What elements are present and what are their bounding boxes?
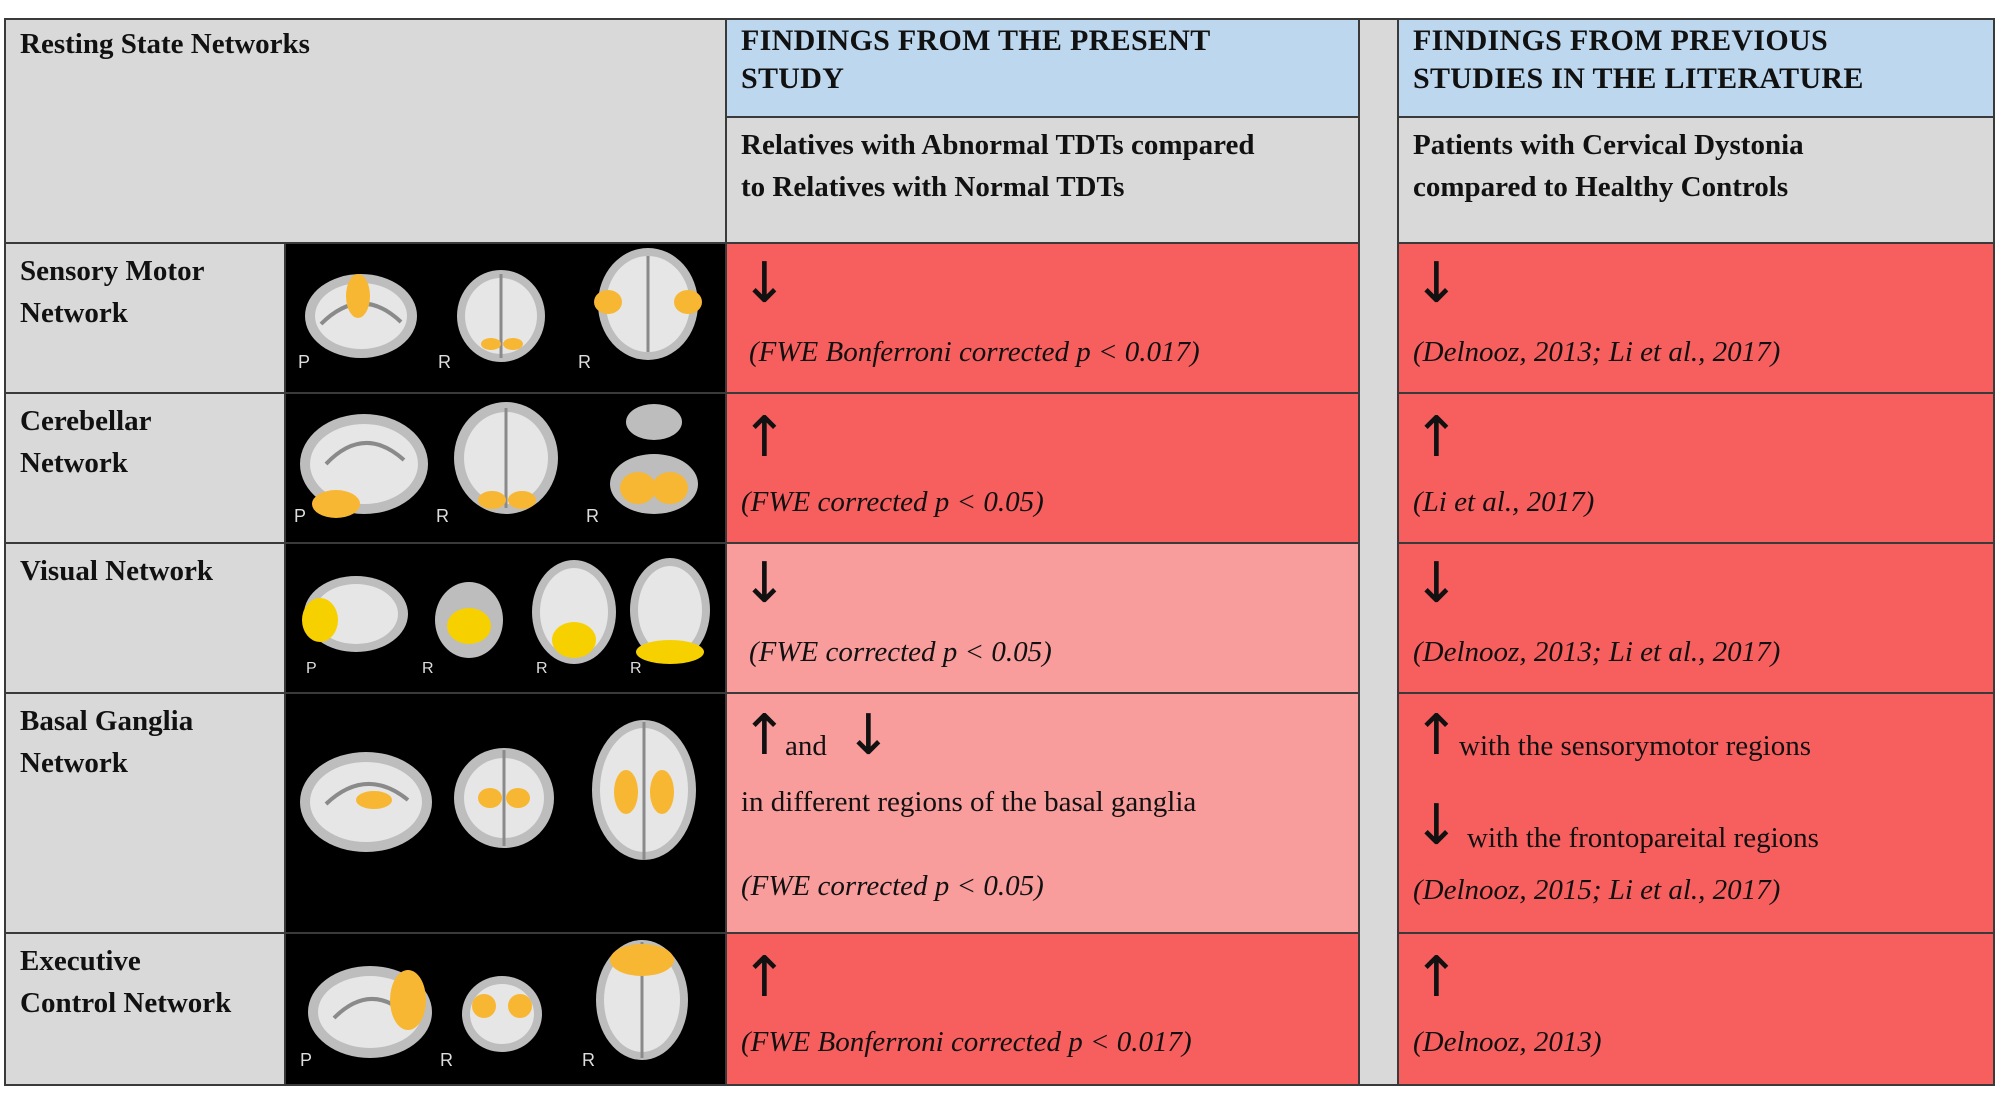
frontopareital-text: with the frontopareital regions	[1467, 822, 1819, 854]
citation-note: (Delnooz, 2013; Li et al., 2017)	[1413, 636, 1781, 668]
present-comparison-line1: Relatives with Abnormal TDTs compared	[741, 129, 1255, 161]
down-arrow-icon: ↓	[741, 551, 788, 616]
citation-note: (Delnooz, 2013)	[1413, 1026, 1602, 1058]
network-name-basal-ganglia: Basal Ganglia Network	[4, 692, 286, 934]
statistics-note: (FWE Bonferroni corrected p < 0.017)	[749, 336, 1200, 368]
slice-label: R	[436, 506, 449, 526]
brain-images-basal-ganglia	[284, 692, 727, 934]
table-row: Visual Network P R R R ↓	[4, 542, 1995, 694]
network-name-visual: Visual Network	[4, 542, 286, 694]
citation-note: (Delnooz, 2015; Li et al., 2017)	[1413, 874, 1781, 906]
literature-comparison-header: Patients with Cervical Dystonia compared…	[1397, 116, 1995, 244]
slice-label: R	[578, 352, 591, 372]
network-name-line2: Control Network	[20, 987, 232, 1019]
literature-finding-executive-control: ↑ (Delnooz, 2013)	[1397, 932, 1995, 1086]
brain-images-cerebellar: P R R	[284, 392, 727, 544]
present-finding-basal-ganglia: ↑ and ↓ in different regions of the basa…	[725, 692, 1360, 934]
citation-note: (Delnooz, 2013; Li et al., 2017)	[1413, 336, 1781, 368]
down-arrow-icon: ↓	[845, 703, 892, 768]
down-arrow-icon: ↓	[1413, 251, 1460, 316]
findings-table: Resting State Networks FINDINGS FROM THE…	[4, 18, 1995, 1086]
brain-images-sensory-motor: P R R	[284, 242, 727, 394]
literature-comparison-line2: compared to Healthy Controls	[1413, 171, 1789, 203]
statistics-note: (FWE corrected p < 0.05)	[741, 486, 1044, 518]
brain-slices-image	[308, 940, 688, 1060]
network-name-line1: Sensory Motor	[20, 255, 205, 287]
literature-comparison-line1: Patients with Cervical Dystonia	[1413, 129, 1804, 161]
literature-finding-sensory-motor: ↓ (Delnooz, 2013; Li et al., 2017)	[1397, 242, 1995, 394]
slice-label: P	[300, 1050, 313, 1070]
present-finding-sensory-motor: ↓ (FWE Bonferroni corrected p < 0.017)	[725, 242, 1360, 394]
slice-label: R	[630, 660, 642, 677]
table-row: Sensory Motor Network	[4, 242, 1995, 394]
present-finding-executive-control: ↑ (FWE Bonferroni corrected p < 0.017)	[725, 932, 1360, 1086]
slice-label: R	[536, 660, 548, 677]
network-name-line2: Network	[20, 447, 128, 479]
present-study-header: FINDINGS FROM THE PRESENT STUDY	[725, 18, 1360, 118]
present-study-title-line1: FINDINGS FROM THE PRESENT	[741, 24, 1211, 57]
networks-header-label: Resting State Networks	[20, 28, 310, 60]
up-arrow-icon: ↑	[741, 945, 788, 1010]
literature-title-line2: STUDIES IN THE LITERATURE	[1413, 62, 1864, 95]
slice-label: R	[422, 660, 434, 677]
table-row: Cerebellar Network P R R	[4, 392, 1995, 544]
statistics-note: (FWE Bonferroni corrected p < 0.017)	[741, 1026, 1192, 1058]
sensorymotor-text: with the sensorymotor regions	[1459, 730, 1811, 762]
slice-label: R	[438, 352, 451, 372]
present-finding-visual: ↓ (FWE corrected p < 0.05)	[725, 542, 1360, 694]
up-arrow-icon: ↑	[1413, 703, 1460, 768]
brain-slices-image	[300, 720, 696, 860]
present-finding-cerebellar: ↑ (FWE corrected p < 0.05)	[725, 392, 1360, 544]
network-name-line1: Executive	[20, 945, 141, 977]
down-arrow-icon: ↓	[1413, 551, 1460, 616]
brain-slices-image	[302, 558, 710, 664]
networks-header: Resting State Networks	[4, 18, 727, 244]
network-name-executive-control: Executive Control Network	[4, 932, 286, 1086]
literature-finding-visual: ↓ (Delnooz, 2013; Li et al., 2017)	[1397, 542, 1995, 694]
brain-images-executive-control: P R R	[284, 932, 727, 1086]
network-name-cerebellar: Cerebellar Network	[4, 392, 286, 544]
network-name-line2: Network	[20, 297, 128, 329]
network-name-line2: Network	[20, 747, 128, 779]
brain-images-visual: P R R R	[284, 542, 727, 694]
literature-header: FINDINGS FROM PREVIOUS STUDIES IN THE LI…	[1397, 18, 1995, 118]
and-label: and	[785, 730, 827, 762]
network-name-line1: Cerebellar	[20, 405, 152, 437]
citation-note: (Li et al., 2017)	[1413, 486, 1595, 518]
present-comparison-header: Relatives with Abnormal TDTs compared to…	[725, 116, 1360, 244]
up-arrow-icon: ↑	[1413, 405, 1460, 470]
slice-label: P	[306, 660, 317, 677]
spacer-column	[1358, 18, 1399, 1086]
down-arrow-icon: ↓	[741, 251, 788, 316]
slice-label: R	[440, 1050, 453, 1070]
statistics-note: (FWE corrected p < 0.05)	[741, 870, 1044, 902]
up-arrow-icon: ↑	[1413, 945, 1460, 1010]
slice-label: R	[586, 506, 599, 526]
literature-finding-cerebellar: ↑ (Li et al., 2017)	[1397, 392, 1995, 544]
slice-label: P	[298, 352, 311, 372]
present-study-title-line2: STUDY	[741, 62, 845, 95]
table-row: Executive Control Network P R R	[4, 932, 1995, 1086]
network-name-line1: Visual Network	[20, 555, 214, 587]
network-name-sensory-motor: Sensory Motor Network	[4, 242, 286, 394]
table-row: Basal Ganglia Network ↑	[4, 692, 1995, 934]
brain-slices-image	[305, 248, 702, 362]
slice-label: R	[582, 1050, 595, 1070]
basal-ganglia-regions-text: in different regions of the basal gangli…	[741, 786, 1197, 818]
statistics-note: (FWE corrected p < 0.05)	[749, 636, 1052, 668]
literature-title-line1: FINDINGS FROM PREVIOUS	[1413, 24, 1828, 57]
present-comparison-line2: to Relatives with Normal TDTs	[741, 171, 1125, 203]
slice-label: P	[294, 506, 307, 526]
up-arrow-icon: ↑	[741, 703, 788, 768]
network-name-line1: Basal Ganglia	[20, 705, 194, 737]
up-arrow-icon: ↑	[741, 405, 788, 470]
brain-slices-image	[300, 402, 698, 518]
down-arrow-icon: ↓	[1413, 793, 1460, 858]
literature-finding-basal-ganglia: ↑ with the sensorymotor regions ↓ with t…	[1397, 692, 1995, 934]
